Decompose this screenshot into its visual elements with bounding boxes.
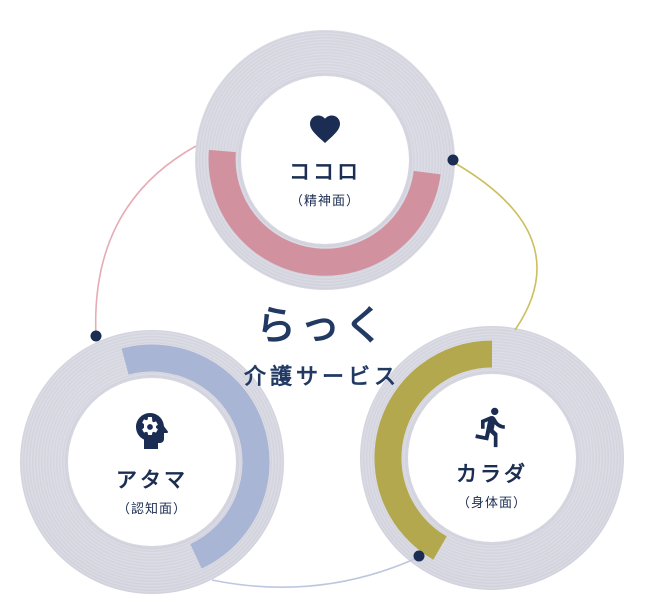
center-title-block: らっく 介護サービス: [244, 293, 400, 391]
center-subtitle: 介護サービス: [243, 365, 401, 390]
karada-arc-path: [374, 340, 493, 560]
karada-inner-circle: カラダ （身体面）: [408, 374, 576, 542]
kokoro-label: ココロ: [289, 160, 361, 184]
karada-arc: [374, 340, 493, 560]
kokoro-inner-circle: ココロ （精神面）: [241, 76, 409, 244]
runner-icon: [475, 407, 505, 448]
atama-label: アタマ: [116, 468, 188, 492]
circle-karada: カラダ （身体面）: [360, 326, 624, 590]
runner-icon-path: [475, 407, 505, 448]
karada-sublabel: （身体面）: [456, 496, 527, 511]
connector-karada-to-kokoro: [452, 161, 538, 331]
center-title: らっく: [255, 302, 388, 349]
heart-icon: [310, 115, 340, 144]
connector-kokoro-to-atama: [94, 145, 197, 337]
kokoro-arc: [208, 149, 441, 276]
karada-label: カラダ: [456, 462, 528, 486]
heart-icon-path: [310, 115, 340, 144]
atama-arc: [121, 344, 270, 569]
atama-arc-path: [121, 344, 270, 569]
atama-inner-circle: アタマ （認知面）: [68, 378, 236, 546]
head-gear-icon: [136, 413, 169, 449]
circle-atama: アタマ （認知面）: [20, 330, 284, 594]
atama-sublabel: （認知面）: [116, 502, 187, 517]
circle-kokoro: ココロ （精神面）: [195, 30, 455, 290]
head-gear-icon-path: [136, 413, 169, 449]
kokoro-arc-path: [208, 149, 441, 276]
kokoro-sublabel: （精神面）: [289, 194, 360, 209]
